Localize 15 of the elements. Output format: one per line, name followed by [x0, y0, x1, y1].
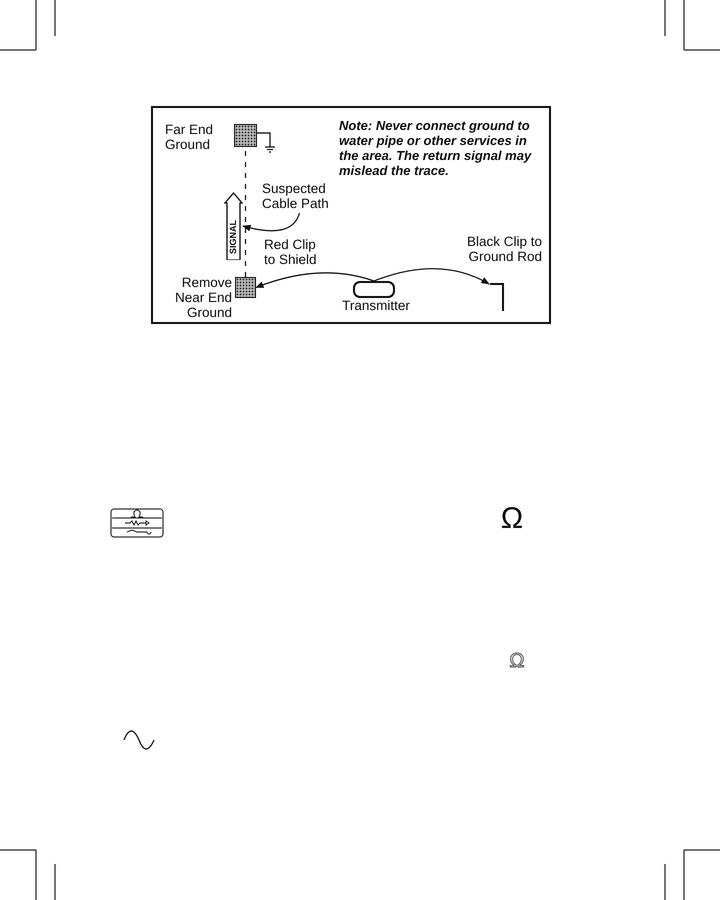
signal-arrow: [224, 192, 243, 260]
ohm-symbol: Ω: [508, 650, 526, 672]
lead-wire: [242, 212, 300, 232]
note-text: Note: Never connect ground to water pipe or other services in the area. The return signal may mislead the trace.: [339, 118, 533, 178]
node-caption: Transmitter: [341, 298, 411, 313]
ohm-symbol: Ω: [500, 502, 524, 536]
lead-wire: [374, 268, 490, 285]
transmitter-drawing: [353, 281, 395, 298]
callout-text: Suspected Cable Path: [262, 181, 337, 213]
lead-wire: [255, 272, 374, 288]
shaded-square: [235, 277, 256, 298]
shaded-square: [234, 124, 257, 147]
node-caption: Remove Near End Ground: [174, 275, 232, 320]
ground-rod: [489, 282, 505, 311]
node-caption: Far End Ground: [165, 122, 214, 152]
